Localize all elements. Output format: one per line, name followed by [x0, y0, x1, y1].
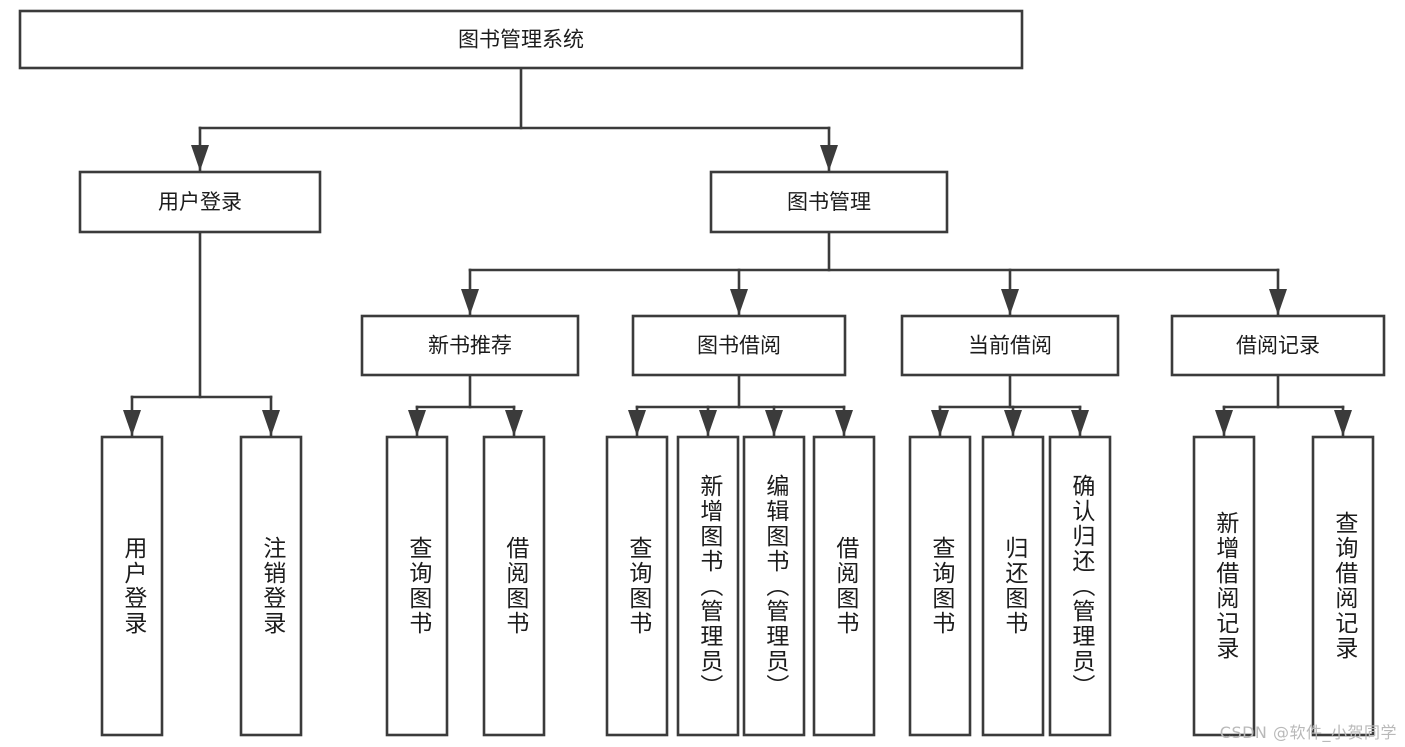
arrow-head-icon [1071, 410, 1089, 436]
level3-node-label: 当前借阅 [968, 334, 1052, 358]
arrow-head-icon [699, 410, 717, 436]
node-借阅图书-leaf-7[interactable] [812, 435, 876, 737]
leaf-node-label: 查询图书 [624, 536, 651, 636]
level3-node-label: 借阅记录 [1236, 334, 1320, 358]
leaf-node-label: 查询图书 [927, 536, 954, 636]
watermark-text: CSDN @软件_小贺同学 [1219, 723, 1397, 742]
leaf-node-label: 借阅图书 [831, 536, 858, 636]
node-查询图书-leaf-2[interactable] [385, 435, 449, 737]
node-新增借阅记录-leaf-11[interactable] [1192, 435, 1256, 737]
arrow-head-icon [931, 410, 949, 436]
arrow-head-icon [730, 289, 748, 315]
leaf-node-label: 编辑图书（管理员） [761, 473, 788, 699]
leaf-node-label: 新增借阅记录 [1211, 511, 1238, 661]
level3-node-label: 图书借阅 [697, 334, 781, 358]
arrow-head-icon [1215, 410, 1233, 436]
arrow-head-icon [835, 410, 853, 436]
node-归还图书-leaf-9[interactable] [981, 435, 1045, 737]
arrow-head-icon [505, 410, 523, 436]
node-确认归还管理员-leaf-10[interactable] [1048, 435, 1112, 737]
arrow-head-icon [628, 410, 646, 436]
node-借阅图书-leaf-3[interactable] [482, 435, 546, 737]
node-用户登录-leaf-0[interactable] [100, 435, 164, 737]
arrow-head-icon [262, 410, 280, 436]
level2-node-label: 图书管理 [787, 190, 871, 214]
leaf-node-label: 查询图书 [404, 536, 431, 636]
arrow-head-icon [408, 410, 426, 436]
node-新书推荐[interactable] [360, 314, 580, 377]
arrow-head-icon [1001, 289, 1019, 315]
arrow-head-icon [191, 145, 209, 171]
arrow-head-icon [123, 410, 141, 436]
leaf-node-label: 用户登录 [119, 536, 146, 636]
node-当前借阅[interactable] [900, 314, 1120, 377]
node-注销登录-leaf-1[interactable] [239, 435, 303, 737]
leaf-node-label: 查询借阅记录 [1330, 511, 1357, 661]
node-图书管理[interactable] [709, 170, 949, 234]
edges-layer [123, 66, 1352, 437]
root-node-label: 图书管理系统 [458, 28, 584, 52]
node-借阅记录[interactable] [1170, 314, 1386, 377]
node-图书借阅[interactable] [631, 314, 847, 377]
node-用户登录[interactable] [78, 170, 322, 234]
node-查询图书-leaf-8[interactable] [908, 435, 972, 737]
leaf-node-label: 借阅图书 [501, 536, 528, 636]
node-编辑图书管理员-leaf-6[interactable] [742, 435, 806, 737]
arrow-head-icon [765, 410, 783, 436]
arrow-head-icon [461, 289, 479, 315]
level2-node-label: 用户登录 [158, 190, 242, 214]
leaf-node-label: 注销登录 [258, 536, 285, 636]
node-查询图书-leaf-4[interactable] [605, 435, 669, 737]
node-新增图书管理员-leaf-5[interactable] [676, 435, 740, 737]
level3-node-label: 新书推荐 [428, 334, 512, 358]
arrow-head-icon [1334, 410, 1352, 436]
arrow-head-icon [1269, 289, 1287, 315]
leaf-node-label: 归还图书 [1000, 536, 1027, 636]
arrow-head-icon [820, 145, 838, 171]
leaf-node-label: 新增图书（管理员） [695, 473, 722, 699]
node-查询借阅记录-leaf-12[interactable] [1311, 435, 1375, 737]
leaf-node-label: 确认归还（管理员） [1067, 473, 1094, 699]
arrow-head-icon [1004, 410, 1022, 436]
node-图书管理系统[interactable] [18, 9, 1024, 70]
